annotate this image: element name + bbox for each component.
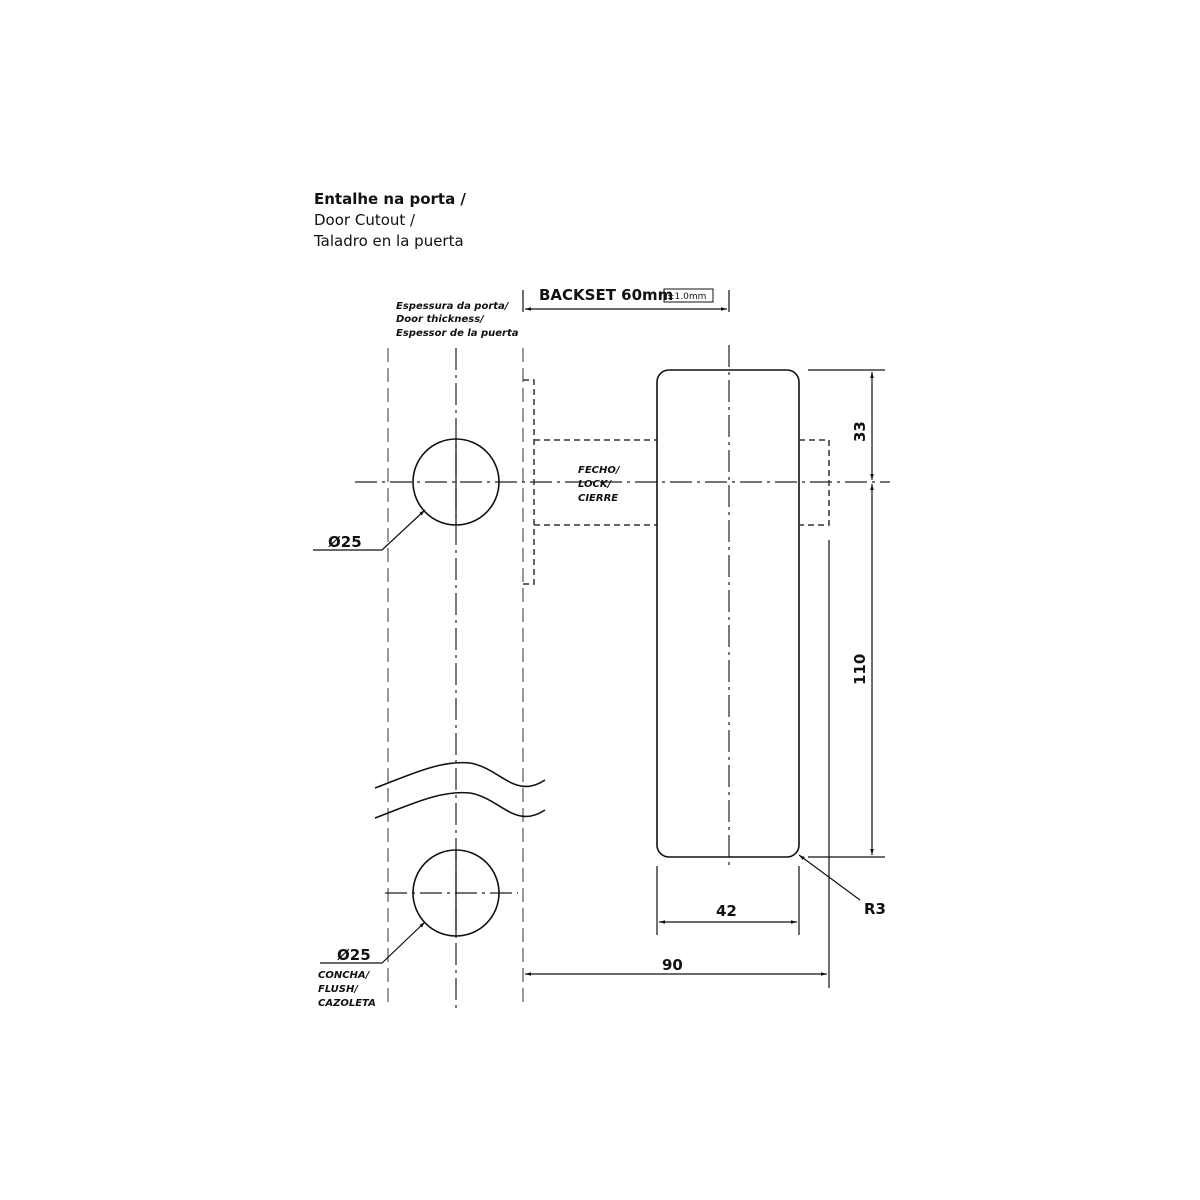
title-line-2: Door Cutout / — [314, 211, 416, 229]
door-thickness-line-3: Espessor de la puerta — [396, 328, 519, 339]
tolerance-box — [663, 288, 714, 303]
door-thickness-line-2: Door thickness/ — [396, 314, 485, 325]
flush-label-line-1: CONCHA/ — [318, 970, 371, 981]
lower-hole-diameter: Ø25 — [337, 946, 371, 964]
rose-plate-outline — [523, 379, 535, 585]
corner-radius-leader — [798, 854, 861, 901]
title-line-3: Taladro en la puerta — [313, 232, 464, 250]
latch-protrusion-outline — [799, 439, 830, 526]
break-lines-symbol — [374, 761, 546, 819]
lock-label-line-1: FECHO/ — [578, 465, 621, 476]
lower-hole-leader — [320, 921, 426, 964]
corner-radius-value: R3 — [864, 900, 886, 918]
door-thickness-label: Espessura da porta/ Door thickness/ Espe… — [396, 301, 519, 339]
overall-width-value: 90 — [662, 956, 683, 974]
door-thickness-line-1: Espessura da porta/ — [396, 301, 510, 312]
backset-tolerance: ±1.0mm — [667, 292, 706, 302]
title-line-1: Entalhe na porta / — [314, 190, 466, 208]
top-offset-value: 33 — [851, 421, 869, 442]
handle-plate — [656, 369, 800, 858]
drawing-title: Entalhe na porta / Door Cutout / Taladro… — [313, 190, 466, 250]
upper-hole-diameter: Ø25 — [328, 533, 362, 551]
width-value: 42 — [716, 902, 737, 920]
lock-label-line-3: CIERRE — [578, 493, 618, 504]
height-value: 110 — [851, 654, 869, 685]
flush-label-line-2: FLUSH/ — [318, 984, 359, 995]
flush-label-line-3: CAZOLETA — [318, 998, 376, 1009]
lock-label-line-2: LOCK/ — [578, 479, 613, 490]
backset-label: BACKSET 60mm — [539, 286, 673, 304]
upper-hole-leader — [313, 509, 426, 551]
